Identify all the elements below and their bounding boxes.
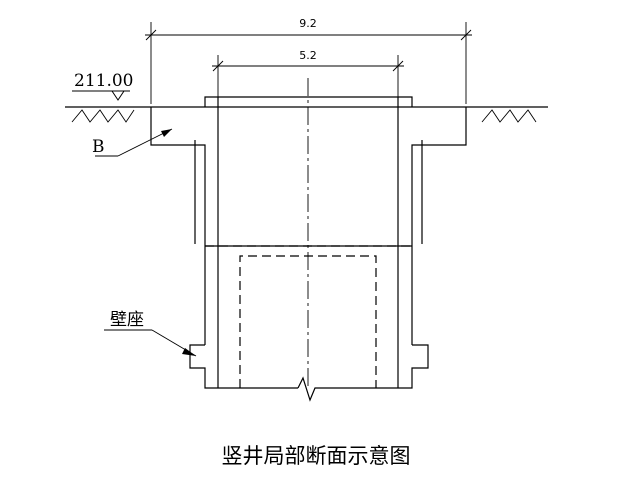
wall-seat	[189, 344, 429, 402]
b-label: B	[92, 137, 105, 157]
wall-seat-leader	[104, 329, 197, 357]
elevation-marker	[72, 90, 130, 101]
wall-seat-label: 壁座	[110, 310, 144, 330]
dimension-inner-label: 5.2	[299, 49, 317, 62]
b-leader	[95, 128, 173, 157]
elevation-label: 211.00	[74, 71, 133, 91]
excavation-outline	[205, 245, 412, 388]
shaft-collar	[150, 96, 467, 247]
ground-hatch-left	[71, 109, 135, 123]
figure-caption: 竖井局部断面示意图	[221, 444, 411, 468]
dimension-outer	[145, 22, 472, 104]
dimension-inner	[212, 55, 404, 100]
dimension-outer-label: 9.2	[299, 17, 317, 30]
shaft-walls	[194, 140, 423, 388]
ground-hatch-right	[481, 109, 537, 123]
